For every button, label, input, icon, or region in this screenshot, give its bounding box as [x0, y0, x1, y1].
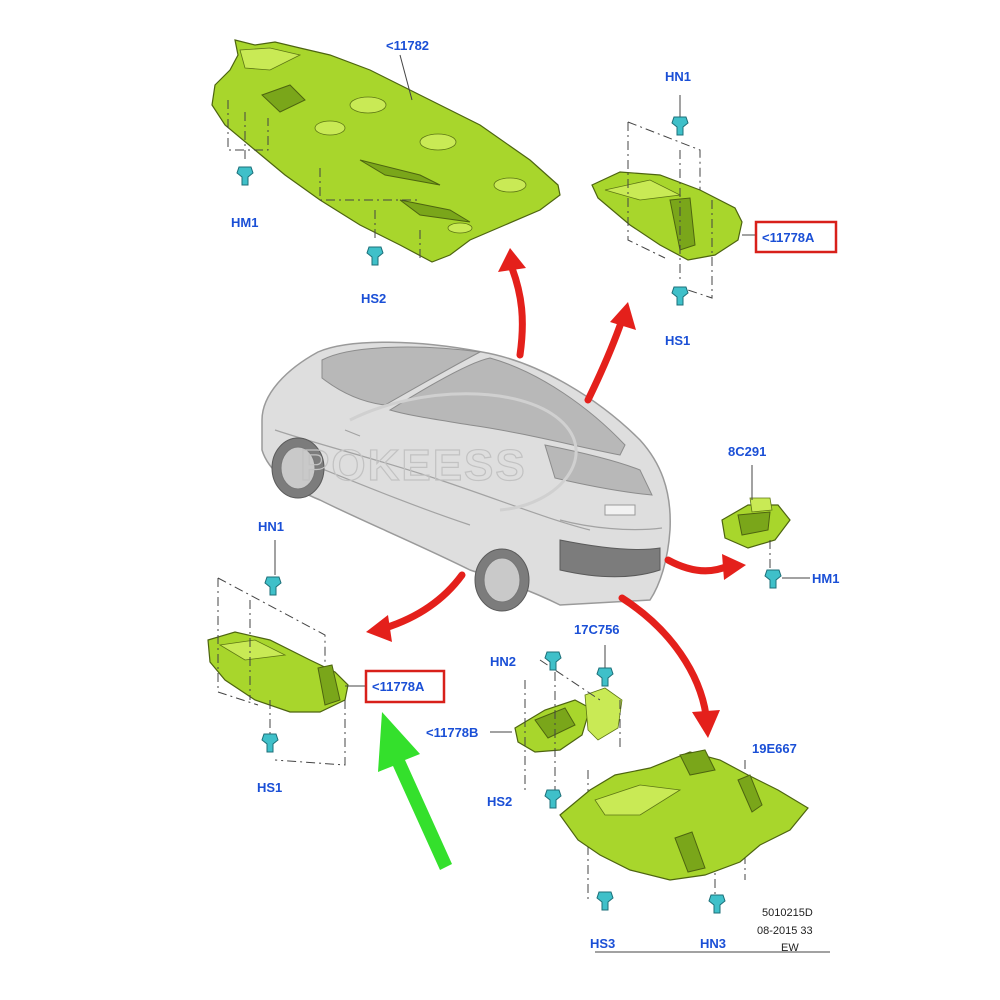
- left-shield-part-label: <11778A: [372, 679, 425, 694]
- right-side-shield: [591, 171, 743, 261]
- right-shield-part-label: <11778A: [762, 230, 815, 245]
- rear-cover-11778b: [514, 699, 591, 753]
- arrow-to-right-shield: [584, 316, 626, 404]
- right-shield-highlight-box: [754, 220, 838, 254]
- rear-shield-19e667: [559, 749, 809, 881]
- car-illustration: [261, 341, 671, 612]
- rear-clip-hs2-label: HS2: [487, 794, 512, 809]
- top-shield-part-label: <11782: [386, 38, 429, 53]
- rear-bracket-part-label: 17C756: [574, 622, 620, 637]
- rear-clip-hn3-icon: [708, 894, 726, 914]
- rear-clip-hs3-label: HS3: [590, 936, 615, 951]
- arrow-to-bracket: [664, 556, 732, 575]
- arrow-head-bracket: [722, 554, 746, 580]
- bracket-8c291: [721, 497, 791, 549]
- rear-clip-hn3-label: HN3: [700, 936, 726, 951]
- rear-cover-part-label: <11778B: [426, 725, 478, 740]
- rear-shield-part-label: 19E667: [752, 741, 797, 756]
- watermark: POKEESS: [300, 441, 527, 490]
- bracket-part-label: 8C291: [728, 444, 766, 459]
- arrow-head-rear-shield: [692, 710, 720, 738]
- arrow-to-rear-shield: [618, 594, 710, 719]
- top-shield-clip-hs2-label: HS2: [361, 291, 386, 306]
- top-shield-clip-hm1-label: HM1: [231, 215, 258, 230]
- rear-clip-hn2-icon: [544, 651, 562, 671]
- arrow-head-left-shield: [366, 615, 392, 642]
- left-shield-clip-hs1-icon: [261, 733, 279, 753]
- rear-bracket-17c756: [584, 687, 623, 741]
- rear-clip-hn2-label: HN2: [490, 654, 516, 669]
- drawing-code-line2: 08-2015 33: [757, 925, 813, 937]
- bracket-clip-hm1-label: HM1: [812, 571, 839, 586]
- top-under-shield: [211, 39, 561, 263]
- top-shield-clip-hs2-icon: [366, 246, 384, 266]
- arrow-head-top-shield: [498, 248, 526, 272]
- rear-clip-hs3-icon: [596, 891, 614, 911]
- left-shield-clip-hn1-icon: [264, 576, 282, 596]
- left-shield-clip-hn1-label: HN1: [258, 519, 284, 534]
- left-shield-clip-hs1-label: HS1: [257, 780, 282, 795]
- right-shield-clip-hn1-icon: [671, 116, 689, 136]
- rear-clip-hs2-icon: [544, 789, 562, 809]
- pointer-arrow: [378, 712, 452, 870]
- left-side-shield: [207, 631, 349, 713]
- arrow-to-left-shield: [381, 571, 466, 632]
- left-shield-leaders: [217, 540, 366, 766]
- right-shield-clip-hs1-icon: [671, 286, 689, 306]
- drawing-code-line1: 5010215D: [762, 907, 813, 919]
- bracket-clip-hm1-icon: [764, 569, 782, 589]
- callout-arrows: [366, 248, 746, 738]
- right-shield-clip-hn1-label: HN1: [665, 69, 691, 84]
- right-shield-leaders: [627, 95, 755, 299]
- left-shield-highlight-box: [364, 669, 446, 704]
- top-shield-clip-hm1-icon: [236, 166, 254, 186]
- rear-bracket-clip-icon: [596, 667, 614, 687]
- drawing-code-line3: EW: [781, 942, 799, 954]
- right-shield-clip-hs1-label: HS1: [665, 333, 690, 348]
- watermark-swoosh: [349, 392, 578, 512]
- arrow-head-right-shield: [610, 302, 636, 330]
- top-shield-leaders: [227, 54, 421, 260]
- arrow-to-top-shield: [508, 264, 526, 359]
